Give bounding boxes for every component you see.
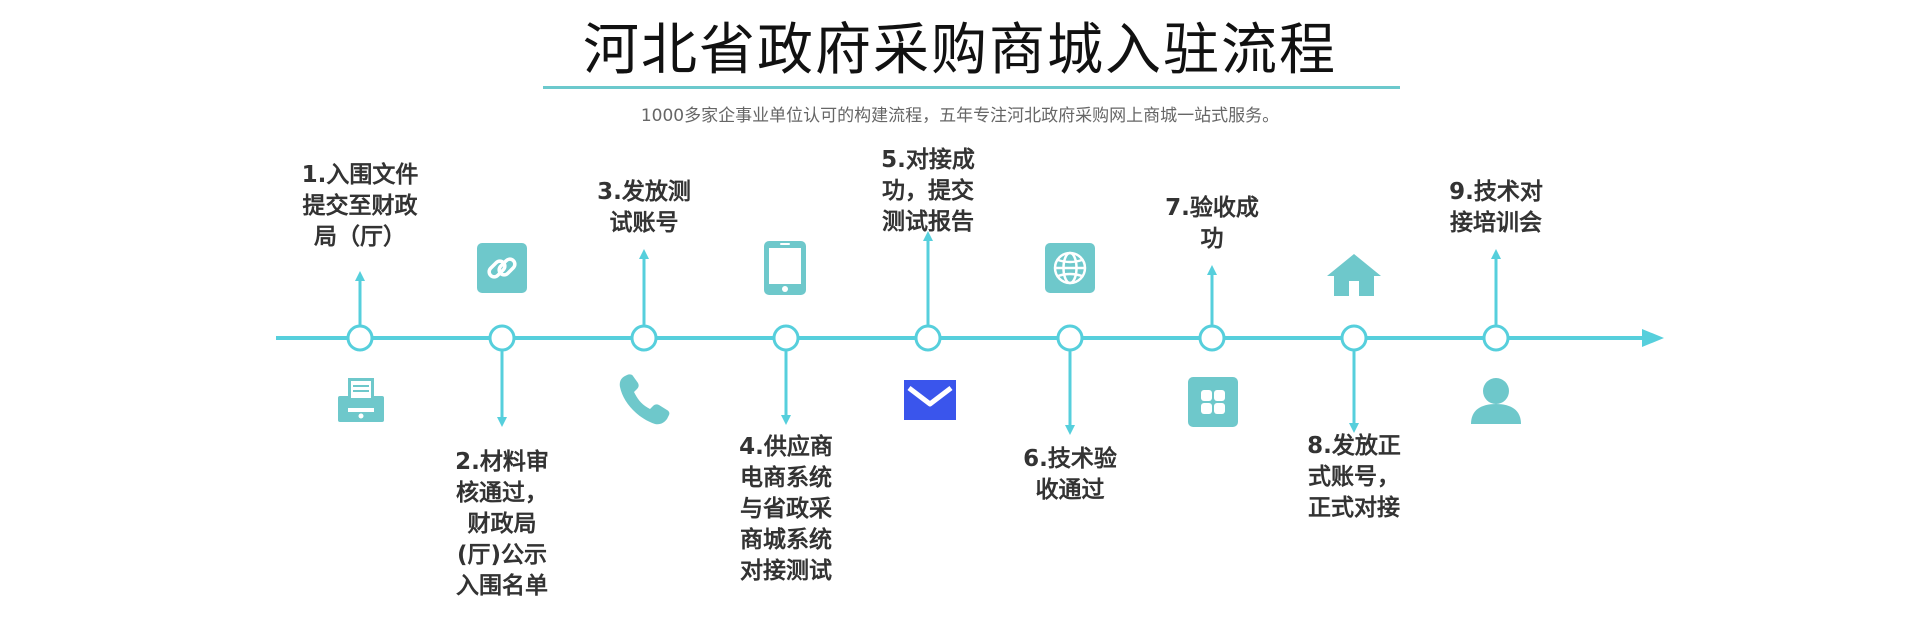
- fax-icon: [338, 378, 384, 422]
- timeline-node-5: [914, 324, 942, 352]
- step-label-6: 6.技术验 收通过: [1023, 446, 1117, 503]
- timeline-node-9: [1482, 324, 1510, 352]
- user-icon: [1471, 378, 1521, 424]
- home-icon: [1327, 254, 1381, 296]
- timeline-node-8: [1340, 324, 1368, 352]
- mail-icon: [904, 380, 956, 420]
- step-label-5: 5.对接成 功，提交 测试报告: [881, 147, 975, 235]
- timeline-node-4: [772, 324, 800, 352]
- timeline-arrowhead: [1642, 329, 1664, 347]
- timeline-node-2: [488, 324, 516, 352]
- link-icon: [477, 243, 527, 293]
- phone-icon: [619, 374, 670, 425]
- step-label-4: 4.供应商 电商系统 与省政采 商城系统 对接测试: [739, 434, 833, 584]
- timeline-node-3: [630, 324, 658, 352]
- step-label-7: 7.验收成 功: [1165, 195, 1259, 252]
- timeline-node-6: [1056, 324, 1084, 352]
- step-connectors: [355, 231, 1501, 435]
- step-label-1: 1.入围文件 提交至财政 局（厅）: [301, 162, 419, 250]
- tablet-icon: [764, 241, 806, 295]
- step-label-8: 8.发放正 式账号， 正式对接: [1307, 433, 1401, 521]
- timeline-nodes: [346, 324, 1510, 352]
- step-label-2: 2.材料审 核通过， 财政局 (厅)公示 入围名单: [455, 449, 549, 599]
- timeline-node-1: [346, 324, 374, 352]
- step-label-3: 3.发放测 试账号: [597, 179, 691, 236]
- timeline-node-7: [1198, 324, 1226, 352]
- title-underline: [543, 86, 1400, 89]
- grid-icon: [1188, 377, 1238, 427]
- page-subtitle: 1000多家企事业单位认可的构建流程，五年专注河北政府采购网上商城一站式服务。: [640, 106, 1280, 126]
- step-label-9: 9.技术对 接培训会: [1449, 179, 1543, 236]
- page-title: 河北省政府采购商城入驻流程: [583, 18, 1337, 83]
- globe-icon: [1045, 243, 1095, 293]
